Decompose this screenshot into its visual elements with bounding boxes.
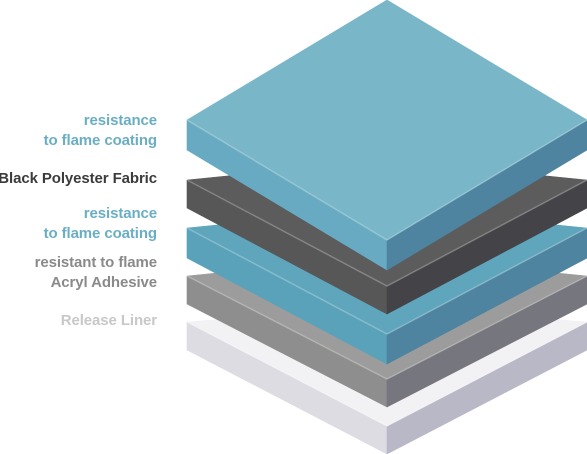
acryl-adhesive-edge-highlight — [186, 275, 587, 380]
label-acryl-adhesive: resistant to flame Acryl Adhesive — [34, 254, 158, 291]
label-middle-flame-coating: resistance to flame coating — [43, 205, 158, 242]
release-liner-edge-highlight — [186, 321, 587, 427]
black-polyester-fabric-edge-highlight — [186, 179, 587, 287]
label-top-flame-coating: resistance to flame coating — [43, 112, 158, 149]
flame-coating-top-top-face — [186, 0, 587, 241]
flame-coating-lower-edge-highlight — [186, 227, 587, 335]
flame-coating-top-edge-highlight — [186, 119, 587, 241]
label-black-polyester-fabric: Black Polyester Fabric — [0, 170, 157, 187]
layer-flame-coating-top — [186, 0, 587, 271]
label-release-liner: Release Liner — [60, 312, 157, 329]
